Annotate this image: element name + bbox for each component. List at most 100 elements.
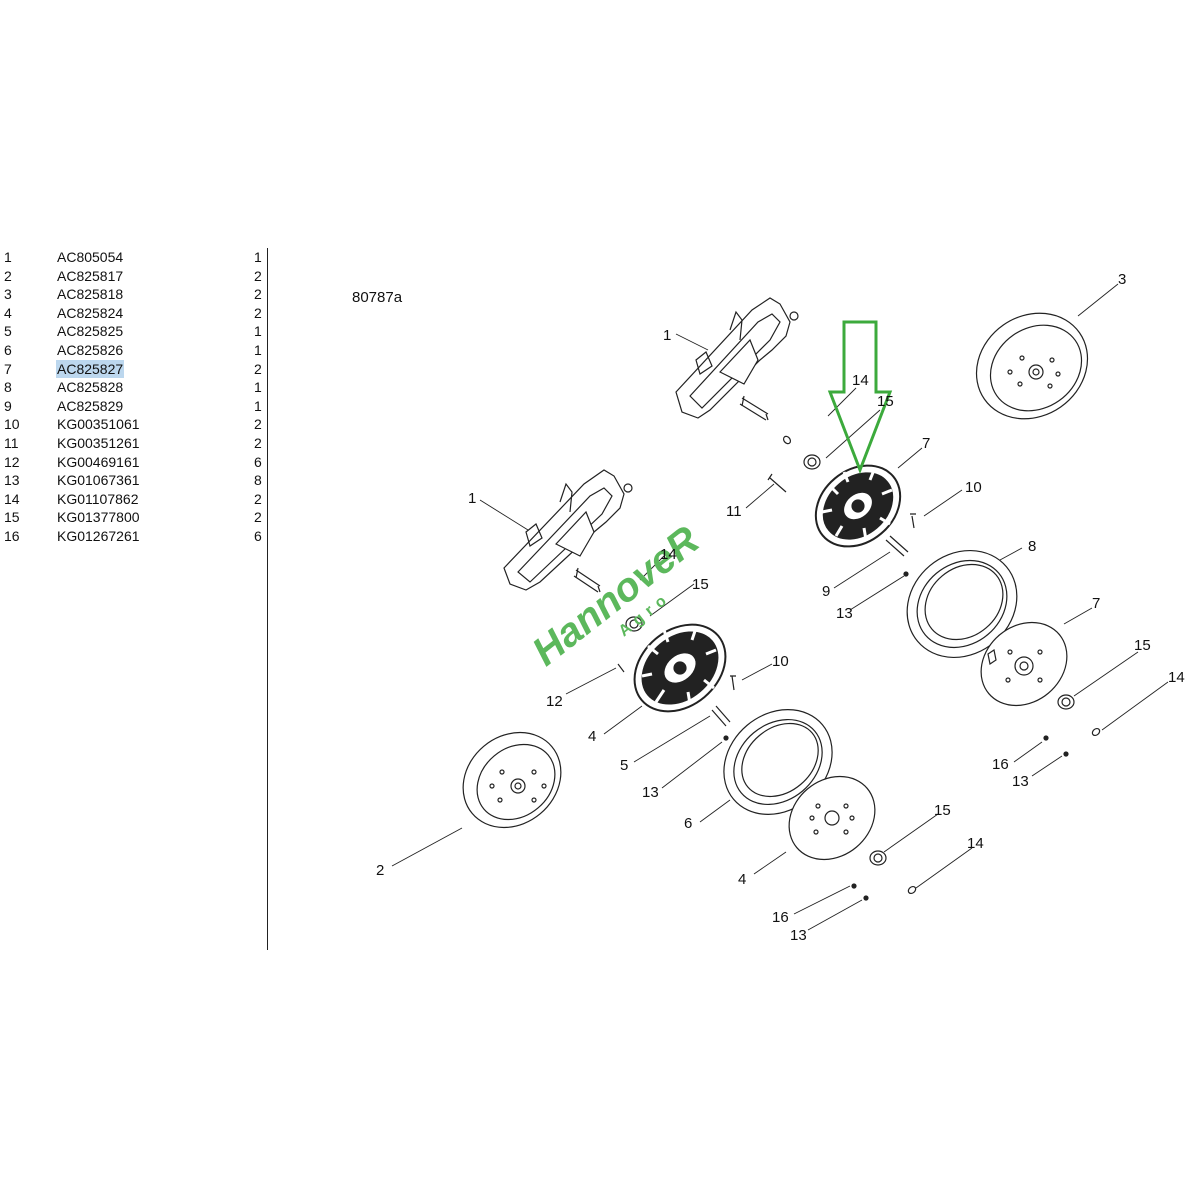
callout-label: 14 <box>1168 669 1185 686</box>
part-index: 1 <box>4 249 12 265</box>
callout-label: 15 <box>934 802 951 819</box>
parts-list-row: 8 AC825828 1 <box>0 378 266 396</box>
part-code[interactable]: AC825829 <box>57 397 124 414</box>
part-code[interactable]: KG01377800 <box>57 509 140 526</box>
part-code[interactable]: AC825828 <box>57 379 124 396</box>
part-quantity: 1 <box>254 397 262 414</box>
callout-label: 7 <box>922 435 930 452</box>
parts-list-row: 12 KG00469161 6 <box>0 453 266 471</box>
callout-label: 12 <box>546 693 563 710</box>
part-quantity: 6 <box>254 453 262 470</box>
part-code[interactable]: AC825825 <box>57 323 124 340</box>
part-index: 13 <box>4 472 20 489</box>
callout-label: 16 <box>992 756 1009 773</box>
part-code[interactable]: KG00351061 <box>57 416 140 433</box>
arm-bracket-upper <box>675 297 799 421</box>
part-code[interactable]: AC805054 <box>57 249 124 265</box>
parts-list-row: 16 KG01267261 6 <box>0 527 266 545</box>
callout-label: 10 <box>772 653 789 670</box>
parts-list-row: 5 AC825825 1 <box>0 322 266 340</box>
callout-label: 13 <box>790 927 807 944</box>
part-code[interactable]: AC825824 <box>57 304 124 321</box>
column-divider <box>267 248 268 950</box>
callout-label: 14 <box>967 835 984 852</box>
callout-label: 1 <box>468 490 476 507</box>
part-quantity: 2 <box>254 267 262 284</box>
parts-list-row: 14 KG01107862 2 <box>0 490 266 508</box>
hub-disc-7 <box>980 621 1068 707</box>
callout-label: 9 <box>822 583 830 600</box>
callout-label: 13 <box>642 784 659 801</box>
part-quantity: 2 <box>254 490 262 507</box>
parts-list-row: 11 KG00351261 2 <box>0 434 266 452</box>
callout-label: 14 <box>852 372 869 389</box>
slotted-disc-lower <box>633 623 727 713</box>
callout-label: 3 <box>1118 271 1126 288</box>
part-quantity: 1 <box>254 342 262 358</box>
callout-label: 8 <box>1028 538 1036 555</box>
tire-ring-6 <box>723 709 833 815</box>
part-quantity: 8 <box>254 472 262 489</box>
part-quantity: 2 <box>254 509 262 526</box>
part-index: 12 <box>4 453 20 470</box>
part-index: 5 <box>4 323 12 340</box>
callout-label: 4 <box>588 728 596 745</box>
slotted-disc-upper <box>814 464 902 548</box>
part-quantity: 6 <box>254 528 262 544</box>
callout-label: 4 <box>738 871 746 888</box>
callout-labels: 1 14 15 7 11 10 9 13 8 3 1 14 15 12 4 10… <box>376 271 1185 944</box>
small-hardware <box>617 435 1101 901</box>
part-quantity: 2 <box>254 360 262 377</box>
part-code[interactable]: KG01067361 <box>57 472 140 489</box>
callout-label: 15 <box>877 393 894 410</box>
callout-label: 6 <box>684 815 692 832</box>
callout-label: 15 <box>1134 637 1151 654</box>
part-index: 8 <box>4 379 12 396</box>
callout-label: 13 <box>1012 773 1029 790</box>
part-code[interactable]: AC825827 <box>56 359 125 378</box>
callout-label: 10 <box>965 479 982 496</box>
callout-label: 13 <box>836 605 853 622</box>
part-quantity: 2 <box>254 286 262 303</box>
part-index: 6 <box>4 342 12 358</box>
parts-list-row: 13 KG01067361 8 <box>0 471 266 489</box>
hub-disc-4 <box>788 775 876 861</box>
part-quantity: 1 <box>254 323 262 340</box>
part-code[interactable]: KG00351261 <box>57 435 140 451</box>
part-quantity: 1 <box>254 249 262 265</box>
parts-list-row: 6 AC825826 1 <box>0 341 266 359</box>
wheel-2 <box>462 731 562 829</box>
callout-label: 15 <box>692 576 709 593</box>
part-index: 11 <box>4 435 19 451</box>
part-code[interactable]: KG01267261 <box>57 528 140 544</box>
arm-bracket-lower <box>503 469 633 593</box>
part-quantity: 1 <box>254 379 262 396</box>
wheel-3 <box>975 312 1089 420</box>
part-index: 3 <box>4 286 12 303</box>
part-index: 10 <box>4 416 20 433</box>
part-code[interactable]: AC825818 <box>57 286 124 303</box>
part-code[interactable]: KG01107862 <box>57 490 139 507</box>
parts-list-row: 1 AC805054 1 <box>0 248 266 266</box>
callout-label: 7 <box>1092 595 1100 612</box>
part-index: 16 <box>4 528 20 544</box>
leader-lines <box>391 283 1169 931</box>
highlight-arrow <box>827 320 893 475</box>
part-code[interactable]: KG00469161 <box>57 453 140 470</box>
part-index: 14 <box>4 490 20 507</box>
part-code[interactable]: AC825826 <box>57 342 124 358</box>
part-code[interactable]: AC825817 <box>57 267 124 284</box>
callout-label: 2 <box>376 862 384 879</box>
part-index: 9 <box>4 397 12 414</box>
drawing-code: 80787a <box>352 289 403 306</box>
callout-label: 5 <box>620 757 628 774</box>
callout-label: 16 <box>772 909 789 926</box>
parts-list-row: 3 AC825818 2 <box>0 285 266 303</box>
parts-list-row: 9 AC825829 1 <box>0 397 266 415</box>
part-quantity: 2 <box>254 435 262 451</box>
part-index: 4 <box>4 304 12 321</box>
part-quantity: 2 <box>254 416 262 433</box>
